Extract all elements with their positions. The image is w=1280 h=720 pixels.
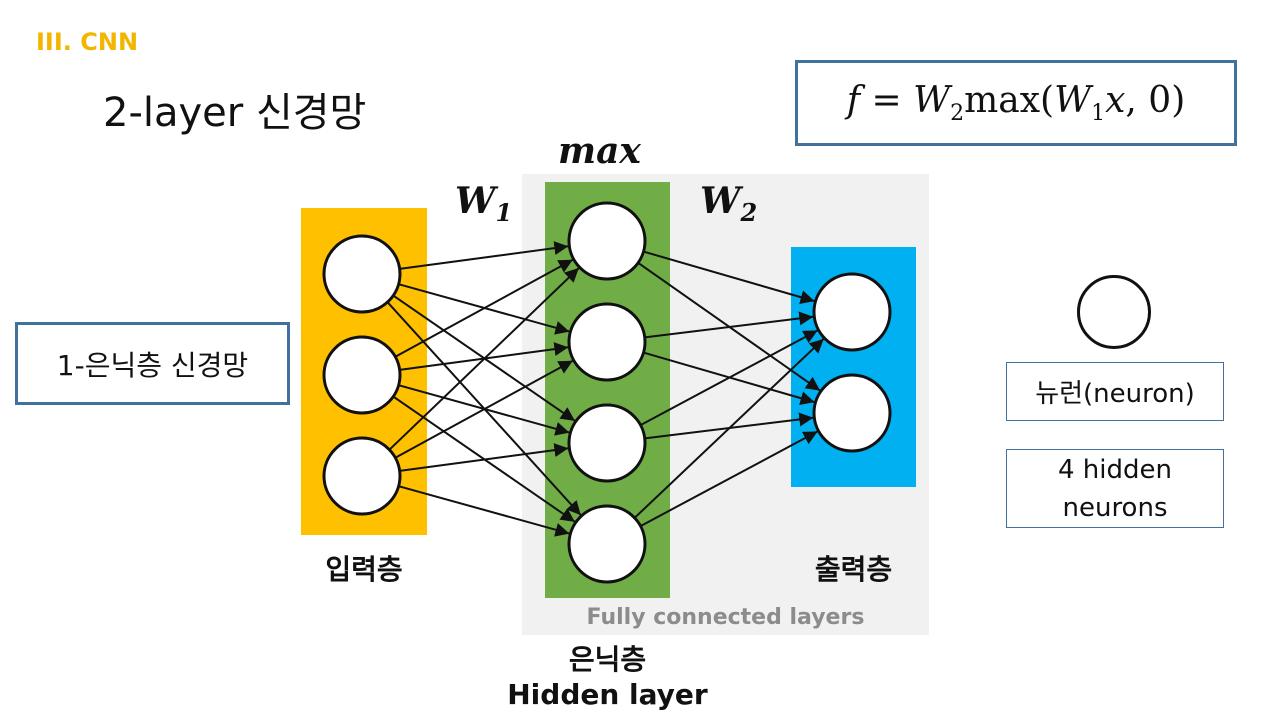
section-label: III. CNN xyxy=(36,28,139,56)
output-neuron-1 xyxy=(812,272,892,352)
hidden-neuron-3 xyxy=(567,403,647,483)
w2-letter: W xyxy=(700,180,741,222)
formula-f: f xyxy=(846,79,861,121)
connection-input2-hidden1 xyxy=(394,258,574,358)
connection-hidden1-output1 xyxy=(643,250,815,304)
output-neuron-2 xyxy=(812,373,892,453)
formula-max: max( xyxy=(964,79,1055,121)
output-layer-label: 출력층 xyxy=(814,553,893,586)
formula-eq: = xyxy=(860,79,914,121)
input-neuron-2 xyxy=(322,335,402,415)
input-layer-label: 입력층 xyxy=(325,553,403,586)
formula: f = W2max(W1x, 0) xyxy=(847,80,1186,126)
legend-neuron-label: 뉴런(neuron) xyxy=(1035,379,1195,409)
max-label: max xyxy=(558,130,641,172)
callout-box: 1-은닉층 신경망 xyxy=(15,322,290,405)
formula-box: f = W2max(W1x, 0) xyxy=(795,60,1237,146)
w1-letter: W xyxy=(455,180,496,222)
connection-input1-hidden1 xyxy=(399,241,569,270)
neurons xyxy=(322,201,892,584)
formula-w2: W xyxy=(913,79,951,121)
hidden-layer-label-ko: 은닉층 xyxy=(568,643,647,676)
w2-sub: 2 xyxy=(740,198,758,228)
fc-label: Fully connected layers xyxy=(586,605,865,630)
connection-hidden4-output2 xyxy=(640,430,819,527)
legend-neuron-icon xyxy=(1077,275,1151,349)
callout-label: 1-은닉층 신경망 xyxy=(56,348,249,382)
formula-w2-sub: 2 xyxy=(950,101,965,127)
connections xyxy=(386,241,825,537)
connection-hidden4-output1 xyxy=(633,338,825,519)
w1-label: W1 xyxy=(455,180,512,227)
connection-input3-hidden4 xyxy=(398,485,570,537)
legend-hidden-line2: neurons xyxy=(1062,492,1168,523)
connection-hidden3-output1 xyxy=(640,329,819,426)
hidden-neuron-4 xyxy=(567,504,647,584)
connection-input3-hidden2 xyxy=(394,359,574,459)
connection-input3-hidden3 xyxy=(399,443,569,472)
formula-x: x xyxy=(1105,79,1126,121)
formula-w1-sub: 1 xyxy=(1091,101,1106,127)
legend-hidden-box: 4 hidden neurons xyxy=(1006,449,1224,528)
w1-sub: 1 xyxy=(495,198,513,228)
connection-input3-hidden1 xyxy=(388,267,580,451)
input-neuron-3 xyxy=(322,436,402,516)
slide-title: 2-layer 신경망 xyxy=(103,90,367,136)
input-neuron-1 xyxy=(322,234,402,314)
formula-tail: , 0) xyxy=(1125,79,1186,121)
connection-hidden2-output1 xyxy=(644,311,814,339)
hidden-layer-label-en: Hidden layer xyxy=(507,678,708,711)
hidden-neuron-2 xyxy=(567,302,647,382)
hidden-neuron-1 xyxy=(567,201,647,281)
legend-hidden-line1: 4 hidden xyxy=(1058,454,1172,485)
legend-neuron-box: 뉴런(neuron) xyxy=(1006,362,1224,421)
formula-w1: W xyxy=(1054,79,1092,121)
w2-label: W2 xyxy=(700,180,757,227)
